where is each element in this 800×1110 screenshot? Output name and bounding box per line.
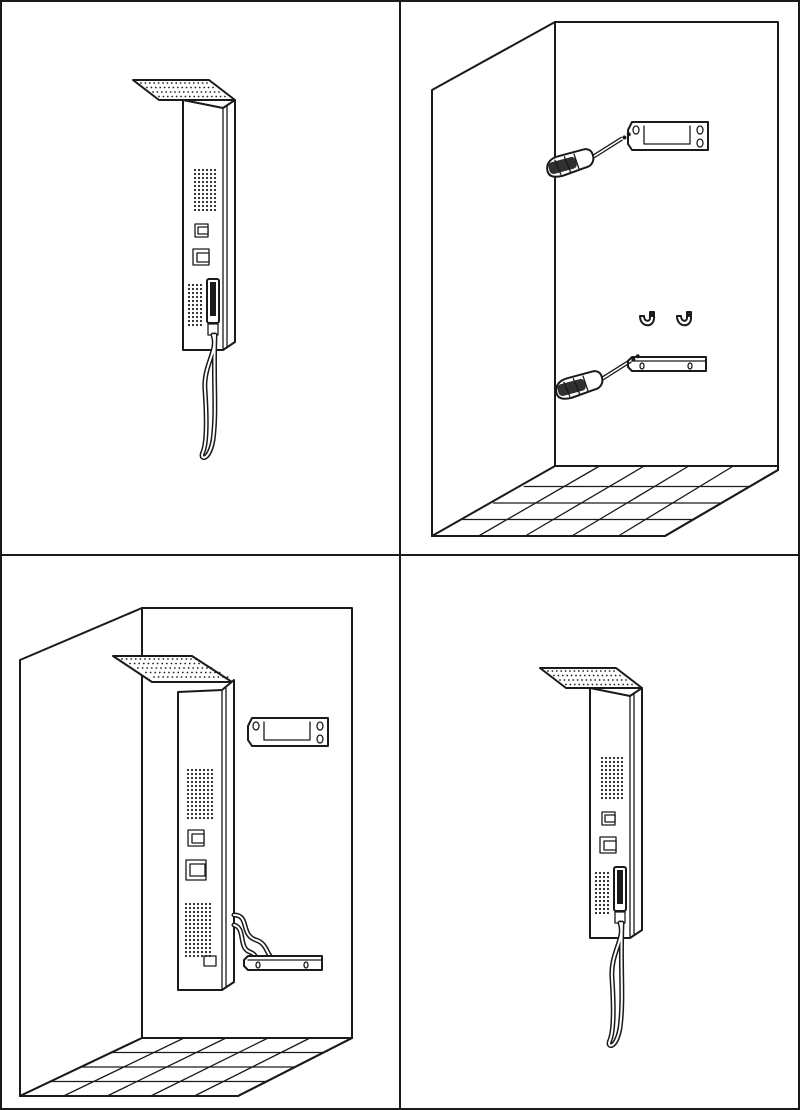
step-4-panel — [540, 668, 642, 1046]
step-3-panel — [19, 607, 353, 1097]
wall-bracket-icon — [627, 356, 707, 372]
wall-bracket-icon — [627, 121, 709, 151]
wall-bracket-icon — [247, 717, 329, 747]
shower-panel-icon — [133, 80, 235, 458]
water-pipe-icon — [203, 955, 217, 967]
shower-panel-icon — [540, 668, 642, 1046]
wall-bracket-icon — [243, 955, 323, 971]
step-1-panel — [133, 80, 235, 458]
shower-panel-icon — [112, 655, 235, 991]
valve-knob-icon — [185, 829, 207, 881]
step-2-panel — [431, 21, 779, 537]
